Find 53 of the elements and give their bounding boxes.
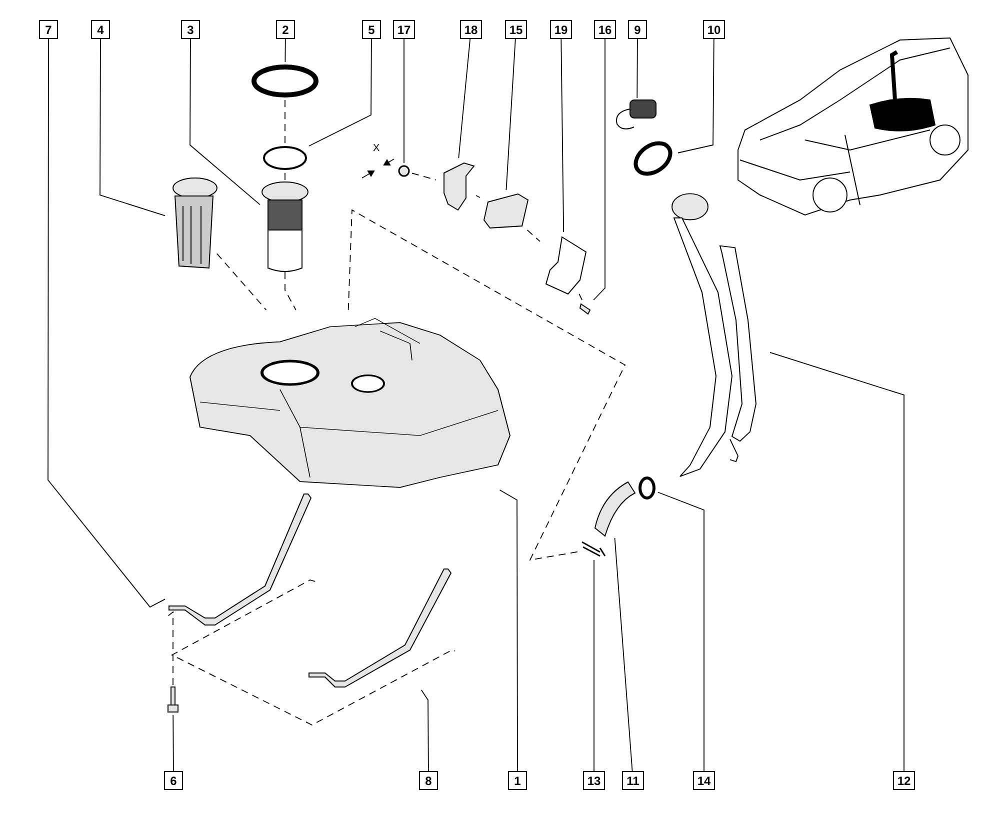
leader-line — [190, 38, 260, 206]
dimension-label: X — [373, 144, 380, 154]
nut-drawing — [396, 163, 412, 179]
leader-line — [100, 38, 166, 216]
leader-line — [48, 38, 166, 608]
dashed-assembly-line — [526, 230, 540, 242]
callout-number: 16 — [594, 20, 616, 39]
leader-line — [770, 352, 904, 772]
dashed-assembly-line — [284, 172, 286, 180]
callout-number: 14 — [693, 771, 715, 790]
callout-number: 18 — [460, 20, 482, 39]
leader-line — [593, 38, 606, 300]
callout-number: 15 — [505, 20, 527, 39]
leader-line — [284, 38, 286, 62]
leader-line — [614, 538, 633, 772]
leader-line — [458, 38, 471, 158]
callout-number: 17 — [393, 20, 415, 39]
hose-clamp-drawing — [636, 474, 658, 502]
callout-number: 8 — [419, 771, 438, 790]
callout-number: 13 — [583, 771, 605, 790]
leader-line — [678, 38, 714, 154]
seal-ring-drawing — [261, 143, 309, 173]
fuel-pump-drawing — [260, 180, 310, 272]
callout-number: 5 — [362, 20, 381, 39]
leader-line — [658, 492, 704, 772]
dashed-assembly-line — [348, 209, 626, 561]
leader-line — [506, 38, 516, 190]
callout-number: 1 — [508, 771, 527, 790]
leader-line — [420, 690, 429, 772]
dashed-assembly-line — [284, 272, 296, 310]
leader-line — [636, 38, 638, 98]
leader-line — [308, 38, 372, 146]
callout-number: 11 — [622, 771, 644, 790]
callout-number: 10 — [703, 20, 725, 39]
dashed-assembly-line — [284, 100, 286, 144]
leader-line — [499, 490, 518, 772]
leader-line — [172, 714, 174, 772]
callout-number: 19 — [550, 20, 572, 39]
callout-number: 12 — [893, 771, 915, 790]
dashed-assembly-line — [412, 172, 436, 180]
callout-number: 2 — [276, 20, 295, 39]
locking-ring-drawing — [250, 62, 320, 100]
callout-number: 4 — [91, 20, 110, 39]
callout-number: 6 — [164, 771, 183, 790]
callout-number: 3 — [181, 20, 200, 39]
dashed-assembly-line — [171, 580, 456, 726]
dashed-assembly-line — [216, 253, 267, 310]
callout-number: 9 — [628, 20, 647, 39]
leader-line — [560, 38, 564, 232]
callout-number: 7 — [39, 20, 58, 39]
bolt-drawing — [165, 685, 181, 715]
dashed-assembly-line — [578, 294, 583, 300]
dashed-assembly-line — [476, 195, 480, 198]
